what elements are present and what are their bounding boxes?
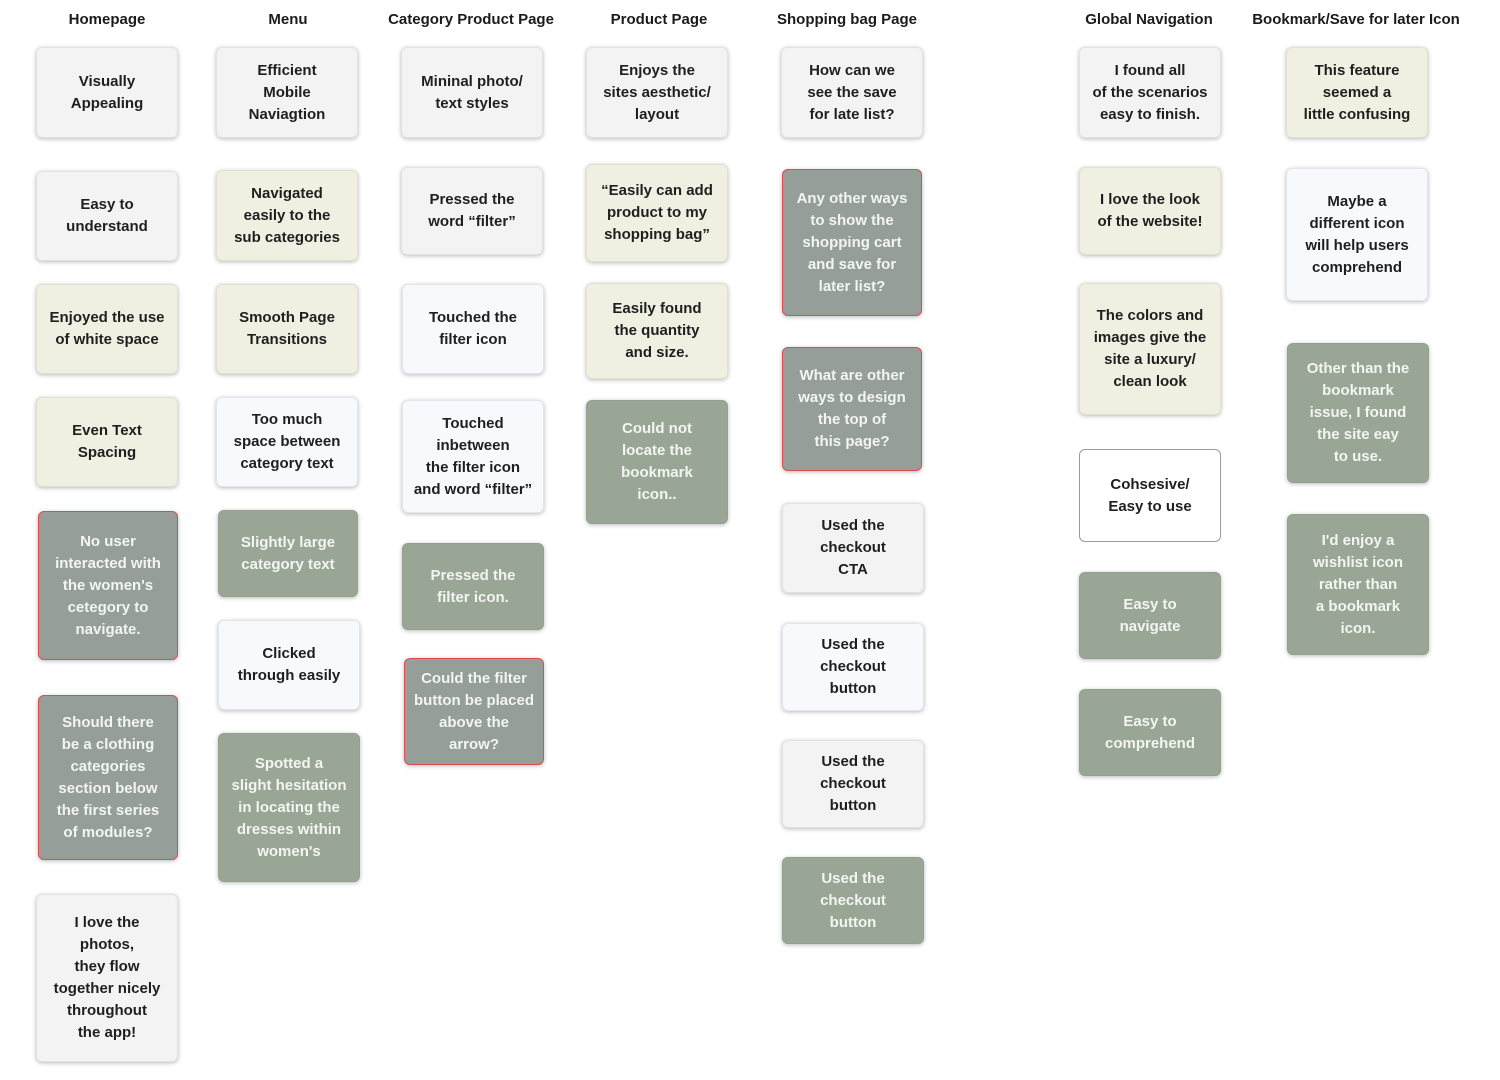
sticky-note[interactable]: Visually Appealing	[36, 47, 178, 138]
column-title: Category Product Page	[388, 11, 554, 28]
column-title: Menu	[268, 11, 308, 28]
sticky-note[interactable]: I love the look of the website!	[1079, 167, 1221, 255]
sticky-note[interactable]: Pressed the filter icon.	[402, 543, 544, 630]
sticky-note[interactable]: Slightly large category text	[218, 510, 358, 597]
sticky-note[interactable]: Used the checkout button	[782, 740, 924, 828]
sticky-note[interactable]: Any other ways to show the shopping cart…	[782, 169, 922, 316]
sticky-note[interactable]: Used the checkout CTA	[782, 503, 924, 593]
sticky-note[interactable]: Clicked through easily	[218, 620, 360, 710]
sticky-note[interactable]: Efficient Mobile Naviagtion	[216, 47, 358, 138]
sticky-note[interactable]: I'd enjoy a wishlist icon rather than a …	[1287, 514, 1429, 655]
sticky-note[interactable]: Pressed the word “filter”	[401, 167, 543, 255]
sticky-note[interactable]: Touched the filter icon	[402, 284, 544, 374]
column-title: Product Page	[610, 11, 708, 28]
sticky-note[interactable]: Even Text Spacing	[36, 397, 178, 487]
sticky-note[interactable]: Used the checkout button	[782, 623, 924, 711]
sticky-note[interactable]: Spotted a slight hesitation in locating …	[218, 733, 360, 882]
sticky-note[interactable]: Should there be a clothing categories se…	[38, 695, 178, 860]
sticky-note[interactable]: Enjoys the sites aesthetic/ layout	[586, 47, 728, 138]
sticky-note[interactable]: I found all of the scenarios easy to fin…	[1079, 47, 1221, 138]
sticky-note[interactable]: Mininal photo/ text styles	[401, 47, 543, 138]
sticky-note[interactable]: Easy to navigate	[1079, 572, 1221, 659]
sticky-note[interactable]: Enjoyed the use of white space	[36, 284, 178, 374]
sticky-note[interactable]: Used the checkout button	[782, 857, 924, 944]
sticky-note[interactable]: Navigated easily to the sub categories	[216, 170, 358, 261]
column-title: Global Navigation	[1085, 11, 1213, 28]
sticky-note[interactable]: Other than the bookmark issue, I found t…	[1287, 343, 1429, 483]
sticky-note[interactable]: Cohsesive/ Easy to use	[1079, 449, 1221, 542]
column-title: Homepage	[68, 11, 146, 28]
sticky-note[interactable]: Easy to comprehend	[1079, 689, 1221, 776]
sticky-note[interactable]: Could the filter button be placed above …	[404, 658, 544, 765]
sticky-note[interactable]: Maybe a different icon will help users c…	[1286, 168, 1428, 301]
column-title: Shopping bag Page	[776, 11, 918, 28]
sticky-note[interactable]: Too much space between category text	[216, 397, 358, 487]
sticky-note[interactable]: The colors and images give the site a lu…	[1079, 283, 1221, 415]
sticky-note[interactable]: I love the photos, they flow together ni…	[36, 894, 178, 1062]
sticky-note[interactable]: How can we see the save for late list?	[781, 47, 923, 138]
sticky-note[interactable]: What are other ways to design the top of…	[782, 347, 922, 471]
sticky-note[interactable]: This feature seemed a little confusing	[1286, 47, 1428, 138]
sticky-note[interactable]: No user interacted with the women's cete…	[38, 511, 178, 660]
sticky-note[interactable]: Easy to understand	[36, 171, 178, 261]
sticky-note[interactable]: Could not locate the bookmark icon..	[586, 400, 728, 524]
column-title: Bookmark/Save for later Icon	[1252, 11, 1460, 28]
sticky-note[interactable]: Touched inbetween the filter icon and wo…	[402, 400, 544, 513]
sticky-note[interactable]: Smooth Page Transitions	[216, 284, 358, 374]
sticky-note[interactable]: “Easily can add product to my shopping b…	[586, 164, 728, 262]
sticky-note[interactable]: Easily found the quantity and size.	[586, 283, 728, 379]
